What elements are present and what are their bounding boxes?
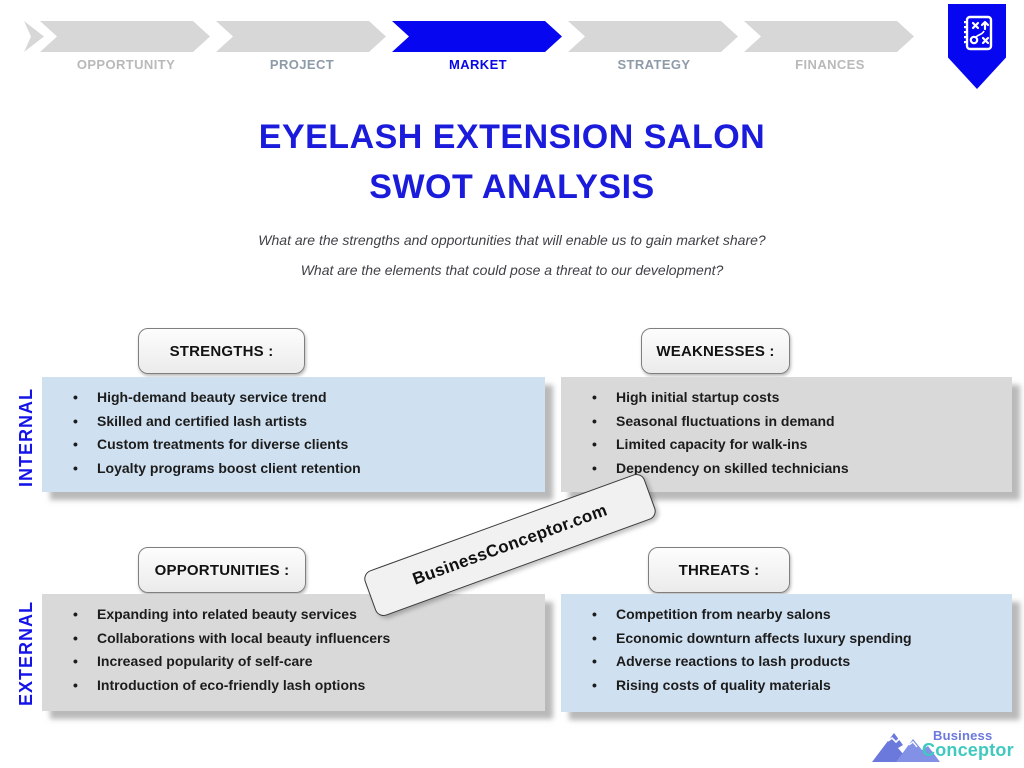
logo-business-text: Business bbox=[933, 728, 993, 743]
step-arrow-opportunity[interactable] bbox=[40, 21, 210, 52]
subtitle-question-2: What are the elements that could pose a … bbox=[300, 262, 724, 278]
list-item: Custom treatments for diverse clients bbox=[42, 433, 545, 457]
list-item: Expanding into related beauty services bbox=[42, 603, 545, 627]
weaknesses-header: WEAKNESSES : bbox=[641, 328, 790, 374]
page-title-line2: SWOT ANALYSIS bbox=[369, 168, 655, 206]
list-item: Introduction of eco-friendly lash option… bbox=[42, 674, 545, 698]
page-title: EYELASH EXTENSION SALON SWOT ANALYSIS bbox=[0, 112, 1024, 212]
external-label: EXTERNAL bbox=[16, 601, 36, 707]
step-arrow-market[interactable] bbox=[392, 21, 562, 52]
list-item: Economic downturn affects luxury spendin… bbox=[561, 627, 1012, 651]
brand-logo: Business Conceptor bbox=[870, 726, 1020, 766]
list-item: Adverse reactions to lash products bbox=[561, 650, 1012, 674]
strengths-header: STRENGTHS : bbox=[138, 328, 305, 374]
threats-list: Competition from nearby salons Economic … bbox=[561, 594, 1012, 697]
bookmark-ribbon bbox=[948, 4, 1006, 89]
step-arrow-project[interactable] bbox=[216, 21, 386, 52]
list-item: Rising costs of quality materials bbox=[561, 674, 1012, 698]
step-arrow-finances[interactable] bbox=[744, 21, 914, 52]
strengths-box: High-demand beauty service trend Skilled… bbox=[42, 377, 545, 492]
step-label-project[interactable]: PROJECT bbox=[269, 57, 335, 72]
list-item: Collaborations with local beauty influen… bbox=[42, 627, 545, 651]
list-item: High-demand beauty service trend bbox=[42, 386, 545, 410]
weaknesses-box: High initial startup costs Seasonal fluc… bbox=[561, 377, 1012, 492]
list-item: Increased popularity of self-care bbox=[42, 650, 545, 674]
list-item: Seasonal fluctuations in demand bbox=[561, 410, 1012, 434]
list-item: Loyalty programs boost client retention bbox=[42, 457, 545, 481]
opportunities-list: Expanding into related beauty services C… bbox=[42, 594, 545, 697]
list-item: Dependency on skilled technicians bbox=[561, 457, 1012, 481]
subtitle-question-1: What are the strengths and opportunities… bbox=[258, 232, 766, 248]
stepper-lead-wedge bbox=[24, 21, 44, 52]
logo-conceptor-text: Conceptor bbox=[922, 740, 1014, 760]
step-arrow-strategy[interactable] bbox=[568, 21, 738, 52]
list-item: Skilled and certified lash artists bbox=[42, 410, 545, 434]
step-label-market[interactable]: MARKET bbox=[448, 57, 507, 72]
list-item: Competition from nearby salons bbox=[561, 603, 1012, 627]
threats-box: Competition from nearby salons Economic … bbox=[561, 594, 1012, 712]
opportunities-header: OPPORTUNITIES : bbox=[138, 547, 306, 593]
list-item: Limited capacity for walk-ins bbox=[561, 433, 1012, 457]
page-title-line1: EYELASH EXTENSION SALON bbox=[258, 118, 766, 156]
step-label-opportunity[interactable]: OPPORTUNITY bbox=[76, 57, 176, 72]
step-label-strategy[interactable]: STRATEGY bbox=[617, 57, 691, 72]
list-item: High initial startup costs bbox=[561, 386, 1012, 410]
strengths-list: High-demand beauty service trend Skilled… bbox=[42, 377, 545, 480]
step-label-finances[interactable]: FINANCES bbox=[795, 57, 865, 72]
weaknesses-list: High initial startup costs Seasonal fluc… bbox=[561, 377, 1012, 480]
internal-label: INTERNAL bbox=[16, 388, 36, 488]
opportunities-box: Expanding into related beauty services C… bbox=[42, 594, 545, 711]
threats-header: THREATS : bbox=[648, 547, 790, 593]
